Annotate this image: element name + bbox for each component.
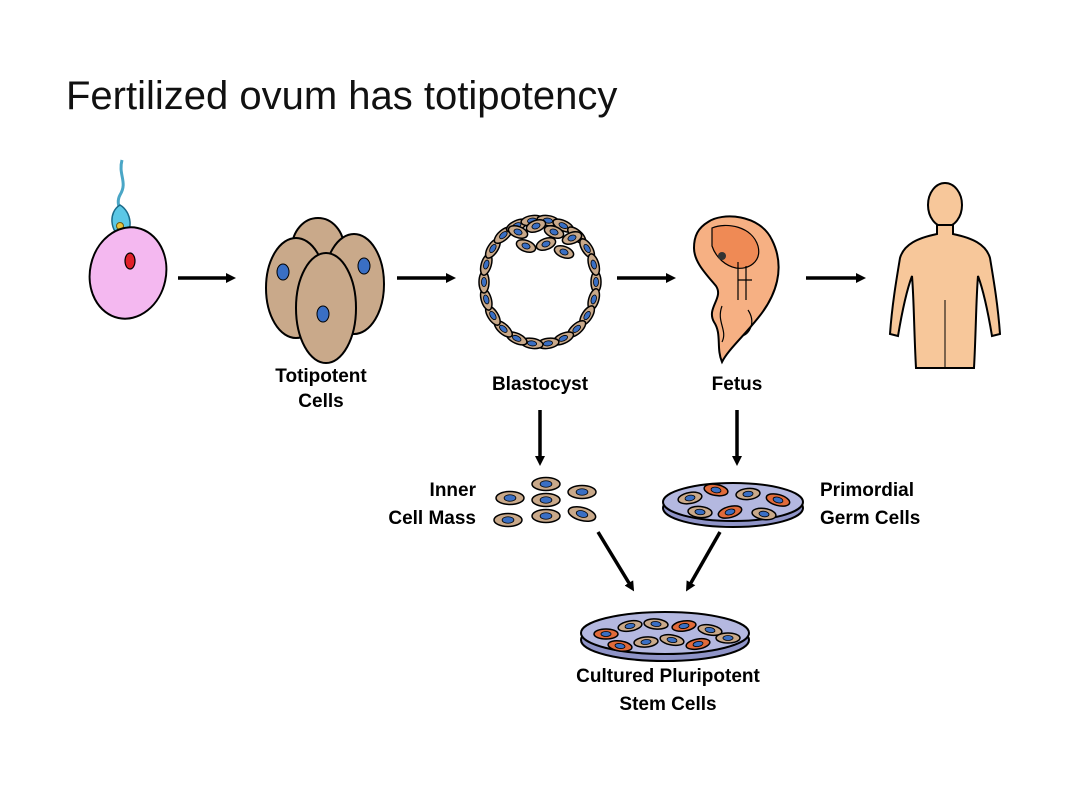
arrow-inner-cell-mass-to-cultured bbox=[596, 531, 635, 592]
label-inner-cell-mass-line2: Cell Mass bbox=[388, 508, 476, 529]
slide-title: Fertilized ovum has totipotency bbox=[66, 74, 618, 118]
cultured-stem-cells-dish-icon bbox=[580, 611, 750, 662]
fertilized-ovum-icon bbox=[88, 159, 168, 320]
label-inner-cell-mass-line1: Inner bbox=[430, 480, 477, 501]
label-blastocyst: Blastocyst bbox=[492, 374, 589, 395]
primordial-germ-cells-dish-icon bbox=[662, 482, 804, 528]
blastocyst-icon bbox=[478, 214, 602, 350]
label-fetus: Fetus bbox=[712, 374, 763, 395]
label-primordial-germ-cells-line1: Primordial bbox=[820, 480, 914, 501]
label-cultured-stem-cells-line1: Cultured Pluripotent bbox=[576, 666, 760, 687]
totipotent-cells-icon bbox=[265, 217, 385, 364]
inner-cell-mass-icon bbox=[493, 476, 597, 528]
human-figure-icon bbox=[888, 182, 1002, 369]
label-primordial-germ-cells-line2: Germ Cells bbox=[820, 508, 920, 529]
label-totipotent-cells-line1: Totipotent bbox=[275, 366, 367, 387]
label-totipotent-cells-line2: Cells bbox=[298, 391, 343, 412]
label-cultured-stem-cells-line2: Stem Cells bbox=[619, 694, 716, 715]
arrow-germ-cells-to-cultured bbox=[686, 531, 722, 592]
fetus-icon bbox=[692, 215, 780, 365]
